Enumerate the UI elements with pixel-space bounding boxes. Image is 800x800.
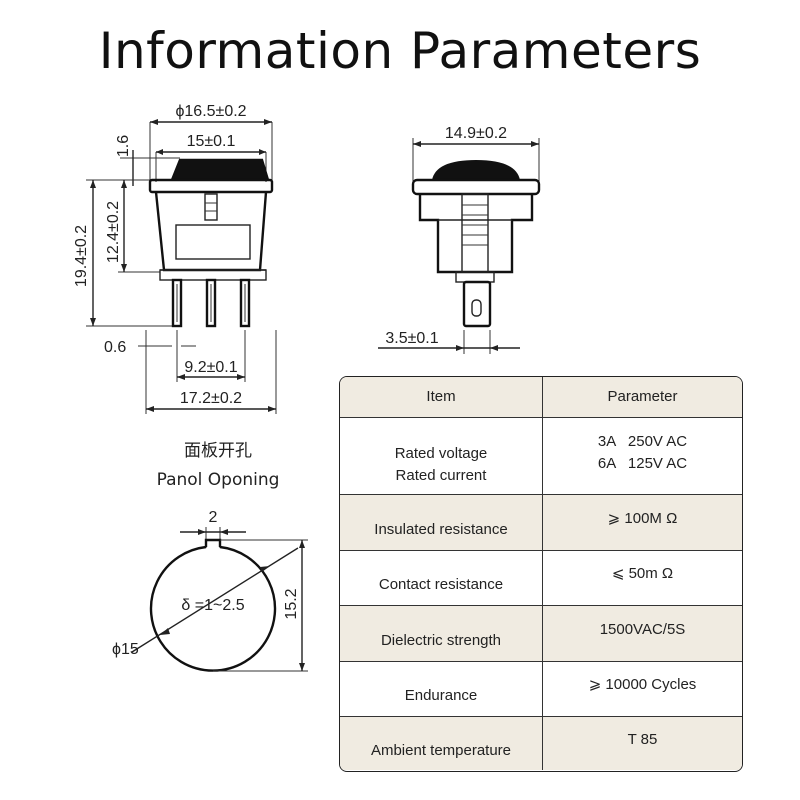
parameter-line: ⩾ 10000 Cycles	[588, 676, 697, 693]
item-line: Rated voltage	[394, 445, 488, 462]
row-parameter: T 85	[543, 717, 742, 770]
parameter-line: ⩽ 50m Ω	[611, 565, 674, 582]
parameter-line: 1500VAC/5S	[599, 620, 686, 638]
parameter-line: 3A 250V AC	[597, 433, 688, 450]
parameter-table: Item Parameter Rated voltage Rated curre…	[339, 376, 743, 772]
dim-outer-width: ϕ16.5±0.2	[175, 103, 246, 120]
dim-rocker-height: 1.6	[115, 135, 132, 157]
row-parameter: 1500VAC/5S	[543, 606, 742, 661]
parameter-line: 6A 125V AC	[597, 455, 688, 472]
item-line: Rated current	[395, 467, 487, 484]
front-view: ϕ16.5±0.2 15±0.1 1.6 19.4±0.2 12.4±0.2	[73, 103, 277, 414]
row-item: Ambient temperature	[340, 717, 543, 770]
table-row: Contact resistance ⩽ 50m Ω	[340, 551, 742, 606]
row-item: Rated voltage Rated current	[340, 418, 543, 494]
item-line: Ambient temperature	[370, 741, 512, 759]
dim-thickness: δ =1~2.5	[181, 597, 244, 614]
dim-inner-width: 15±0.1	[187, 133, 236, 150]
dim-cap-width: 14.9±0.2	[445, 125, 507, 142]
item-line: Contact resistance	[378, 576, 504, 593]
dim-body-height: 12.4±0.2	[105, 201, 122, 263]
row-item: Contact resistance	[340, 551, 543, 605]
table-header-row: Item Parameter	[340, 377, 742, 418]
item-line: Dielectric strength	[380, 631, 502, 649]
row-parameter: ⩽ 50m Ω	[543, 551, 742, 605]
row-item: Dielectric strength	[340, 606, 543, 661]
panel-opening: 面板开孔 Panol Oponing 2 ϕ15 δ =1~2.5 15.2	[112, 441, 308, 672]
row-item: Endurance	[340, 662, 543, 716]
row-parameter: ⩾ 10000 Cycles	[543, 662, 742, 716]
item-line: Insulated resistance	[374, 520, 508, 538]
item-line: Endurance	[404, 687, 478, 704]
panel-opening-label-cn: 面板开孔	[184, 441, 252, 461]
dim-opening-height: 15.2	[283, 588, 300, 619]
parameter-line: ⩾ 100M Ω	[607, 509, 678, 527]
row-parameter: 3A 250V AC 6A 125V AC	[543, 418, 742, 494]
page-title: Information Parameters	[98, 22, 702, 80]
side-view: 14.9±0.2 3.5±0.1	[378, 125, 541, 354]
dim-pin-thickness: 0.6	[104, 339, 126, 356]
row-parameter: ⩾ 100M Ω	[543, 495, 742, 550]
table-row: Ambient temperature T 85	[340, 717, 742, 770]
parameter-line: T 85	[627, 730, 658, 748]
dim-base-width: 17.2±0.2	[180, 390, 242, 407]
header-item: Item	[340, 377, 543, 417]
table-row: Endurance ⩾ 10000 Cycles	[340, 662, 742, 717]
dim-pin-pitch: 9.2±0.1	[184, 359, 237, 376]
table-row: Dielectric strength 1500VAC/5S	[340, 606, 742, 662]
row-item: Insulated resistance	[340, 495, 543, 550]
header-parameter: Parameter	[607, 388, 678, 405]
dim-notch-width: 2	[209, 509, 218, 526]
table-row: Insulated resistance ⩾ 100M Ω	[340, 495, 742, 551]
dim-diameter: ϕ15	[112, 641, 139, 658]
dim-total-height: 19.4±0.2	[73, 225, 90, 287]
panel-opening-label-en: Panol Oponing	[157, 470, 280, 490]
dim-terminal-width: 3.5±0.1	[385, 330, 438, 347]
table-row: Rated voltage Rated current 3A 250V AC 6…	[340, 418, 742, 495]
